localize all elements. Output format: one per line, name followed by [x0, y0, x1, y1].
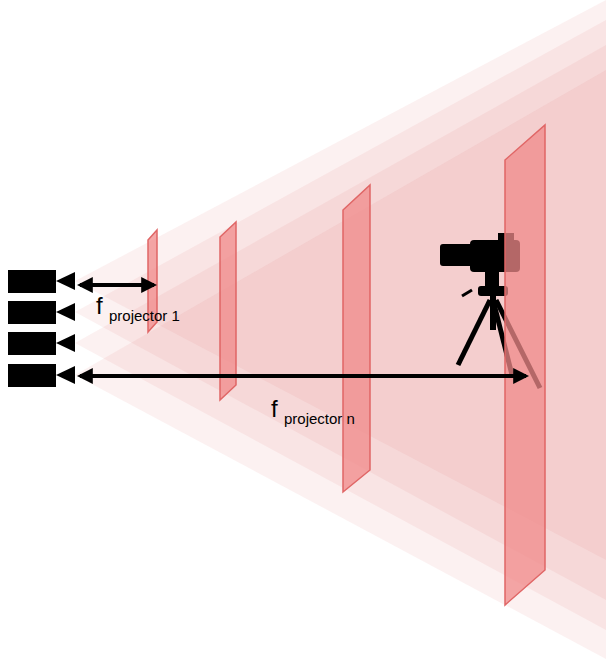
projectors	[8, 270, 75, 387]
distance-arrow	[80, 374, 526, 378]
focal-symbol: f	[271, 397, 278, 421]
focal-symbol: f	[96, 294, 103, 318]
projection-beams	[75, 0, 606, 659]
image-planes	[148, 185, 370, 492]
focal-subscript: projector n	[284, 411, 355, 426]
image-plane	[505, 125, 545, 605]
focal-subscript: projector 1	[109, 308, 180, 323]
distance-arrow	[80, 283, 154, 287]
